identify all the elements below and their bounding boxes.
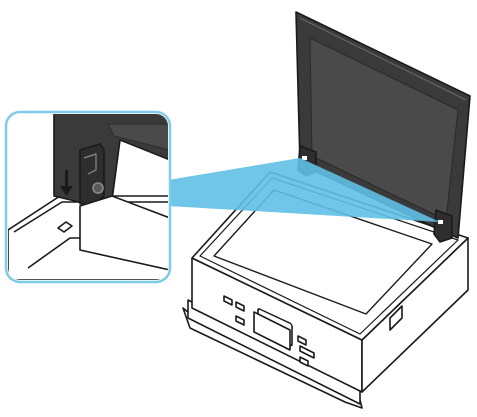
- zoom-lid-base: [79, 195, 168, 271]
- side-button: [389, 305, 403, 331]
- panel-button-3: [235, 315, 245, 326]
- zoom-glass-corner: [57, 221, 73, 233]
- panel-button-1: [223, 295, 233, 306]
- zoom-printer-rim: [13, 201, 168, 233]
- down-arrow-icon: [60, 170, 73, 196]
- right-hinge: [433, 209, 453, 243]
- zoom-hinge-pivot: [92, 182, 104, 194]
- highlight-band: [168, 158, 440, 222]
- lid-edge: [299, 17, 467, 101]
- panel-button-2: [235, 301, 245, 312]
- right-hinge-marker: [438, 220, 443, 224]
- callout-zoom-detail: [4, 110, 172, 284]
- printer-body: [182, 171, 469, 409]
- zoom-hinge: [79, 143, 105, 205]
- zoom-lid-face: [107, 123, 168, 151]
- control-panel-display: [253, 311, 291, 351]
- panel-button-6: [299, 356, 309, 367]
- panel-button-5: [299, 345, 315, 359]
- zoom-hinge-notch: [83, 153, 97, 175]
- scanner-glass: [213, 189, 433, 315]
- left-hinge-marker: [302, 156, 307, 160]
- panel-button-4: [297, 335, 307, 346]
